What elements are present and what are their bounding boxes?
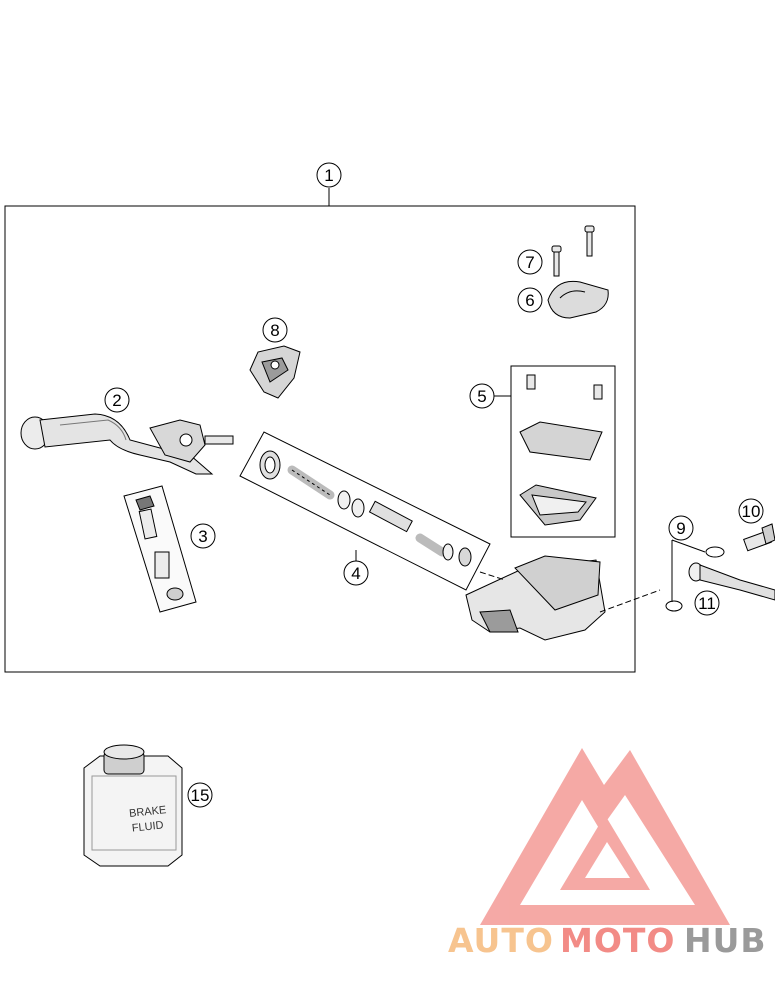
svg-text:HUB: HUB [684, 921, 767, 960]
pivot-kit-part-3 [123, 485, 197, 613]
svg-text:2: 2 [112, 391, 121, 410]
callout-6: 6 [517, 287, 543, 313]
brake-fluid-bottle-part-15: BRAKE FLUID [83, 744, 183, 867]
svg-text:AUTO: AUTO [448, 921, 554, 960]
brake-fluid-label-line2: FLUID [131, 819, 164, 834]
svg-text:5: 5 [477, 387, 486, 406]
callout-1: 1 [316, 162, 342, 188]
brake-line-part-11 [688, 562, 775, 601]
svg-text:4: 4 [351, 564, 360, 583]
callout-5: 5 [469, 383, 495, 409]
svg-text:1: 1 [324, 166, 333, 185]
callout-7: 7 [517, 249, 543, 275]
svg-text:8: 8 [270, 321, 279, 340]
svg-text:6: 6 [525, 291, 534, 310]
watermark-text: AUTO MOTO HUB [448, 921, 767, 960]
callout-11: 11 [694, 590, 720, 616]
callout-10: 10 [738, 498, 764, 524]
screw-part-7 [551, 225, 595, 277]
svg-text:10: 10 [742, 502, 761, 521]
master-cylinder-body [465, 555, 606, 641]
callout-15: 15 [187, 782, 213, 808]
svg-text:11: 11 [698, 594, 716, 613]
washers-part-9 [665, 546, 725, 612]
piston-kit-part-4 [239, 431, 491, 591]
callout-2: 2 [104, 387, 130, 413]
svg-text:MOTO: MOTO [560, 921, 675, 960]
lever-part-2 [20, 413, 234, 475]
callout-4: 4 [343, 560, 369, 586]
watermark-logo [480, 748, 730, 925]
brake-fluid-label-line1: BRAKE [129, 804, 167, 820]
svg-text:9: 9 [676, 519, 685, 538]
callout-8: 8 [262, 317, 288, 343]
banjo-bolt-part-10 [743, 523, 775, 552]
reservoir-cover-kit-part-5 [510, 365, 616, 538]
svg-text:3: 3 [198, 527, 207, 546]
callout-9: 9 [668, 515, 694, 541]
clamp-part-6 [547, 280, 609, 319]
svg-text:7: 7 [525, 253, 534, 272]
svg-text:15: 15 [191, 786, 210, 805]
assembly-frame [4, 205, 636, 673]
callout-3: 3 [190, 523, 216, 549]
cover-part-8 [249, 345, 301, 399]
